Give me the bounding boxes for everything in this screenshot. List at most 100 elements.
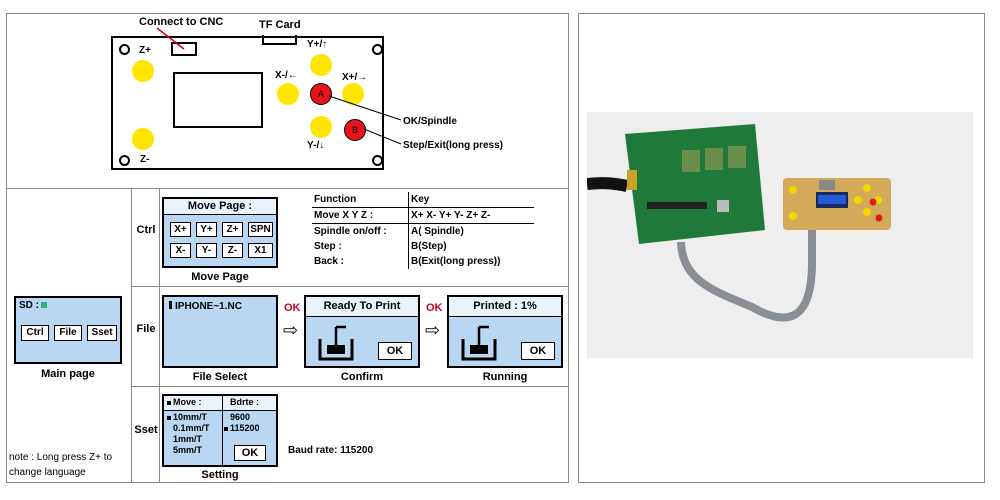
photo-panel xyxy=(578,13,985,483)
key-x-minus[interactable]: X- xyxy=(170,243,191,258)
move-option[interactable]: 5mm/T xyxy=(173,445,203,455)
table-cell: A( Spindle) xyxy=(408,223,534,239)
divider xyxy=(159,188,160,482)
x-plus-button[interactable] xyxy=(342,83,364,105)
file-select-screen: IPHONE~1.NC xyxy=(162,295,278,368)
key-y-plus[interactable]: Y+ xyxy=(196,222,217,237)
tf-label: TF Card xyxy=(259,19,301,31)
move-page-title: Move Page : xyxy=(164,199,276,215)
setting-column-divider xyxy=(222,396,223,465)
table-cell: Spindle on/off : xyxy=(314,226,387,237)
sd-label: SD : xyxy=(19,300,47,311)
ctrl-menu-button[interactable]: Ctrl xyxy=(21,325,49,341)
table-cell: Move X Y Z : xyxy=(314,210,374,221)
right-arrow-icon: ⇨ xyxy=(283,320,299,340)
confirm-screen: Ready To Print OK xyxy=(304,295,420,368)
table-row: Step : B(Step) xyxy=(312,239,534,254)
key-y-minus[interactable]: Y- xyxy=(196,243,217,258)
baud-option[interactable]: 115200 xyxy=(224,423,260,433)
y-minus-button[interactable] xyxy=(310,116,332,138)
language-note: note : Long press Z+ to change language xyxy=(9,452,113,478)
spindle-icon xyxy=(318,325,354,361)
baud-option[interactable]: 9600 xyxy=(230,412,251,422)
table-cell: Step : xyxy=(314,241,342,252)
divider xyxy=(7,188,568,189)
y-plus-button[interactable] xyxy=(310,54,332,76)
z-minus-button[interactable] xyxy=(132,128,154,150)
file-row-label: File xyxy=(136,323,156,335)
tf-slot xyxy=(262,35,297,45)
move-option[interactable]: 1mm/T xyxy=(173,434,203,444)
z-plus-button[interactable] xyxy=(132,60,154,82)
move-option[interactable]: 10mm/T xyxy=(167,412,207,422)
table-cell: Back : xyxy=(314,256,345,267)
table-row: Back : B(Exit(long press)) xyxy=(312,254,534,269)
y-plus-label: Y+/↑ xyxy=(307,39,328,50)
x-minus-label: X-/← xyxy=(275,70,298,81)
divider xyxy=(131,386,568,387)
move-header: Move : xyxy=(167,397,202,407)
setting-screen: Move : Bdrte : 10mm/T 0.1mm/T 1mm/T 5mm/… xyxy=(162,394,278,467)
table-header-key: Key xyxy=(408,192,534,208)
move-page-caption: Move Page xyxy=(191,271,249,283)
baud-rate-note: Baud rate: 115200 xyxy=(288,445,374,456)
table-cell: B(Step) xyxy=(408,239,534,254)
right-arrow-icon: ⇨ xyxy=(425,320,441,340)
move-option[interactable]: 0.1mm/T xyxy=(173,423,210,433)
divider xyxy=(131,188,132,482)
b-button-label: B xyxy=(351,125,358,135)
confirm-title: Ready To Print xyxy=(306,297,418,317)
key-z-plus[interactable]: Z+ xyxy=(222,222,243,237)
file-name[interactable]: IPHONE~1.NC xyxy=(169,301,242,312)
table-cell: X+ X- Y+ Y- Z+ Z- xyxy=(408,207,534,224)
ok-label: OK xyxy=(426,302,443,314)
mount-hole xyxy=(119,44,130,55)
leader-lines xyxy=(156,27,402,145)
sset-menu-button[interactable]: Sset xyxy=(87,325,117,341)
key-x1[interactable]: X1 xyxy=(248,243,273,258)
table-cell: B(Exit(long press)) xyxy=(408,254,534,269)
function-key-table: Function Key Move X Y Z : X+ X- Y+ Y- Z+… xyxy=(312,192,534,269)
z-plus-label: Z+ xyxy=(139,45,151,56)
connector xyxy=(171,42,197,56)
product-photo xyxy=(587,112,973,358)
file-select-caption: File Select xyxy=(192,371,248,383)
board-outline xyxy=(111,36,384,170)
table-row: Move X Y Z : X+ X- Y+ Y- Z+ Z- xyxy=(312,207,534,224)
x-minus-button[interactable] xyxy=(277,83,299,105)
key-spn[interactable]: SPN xyxy=(248,222,273,237)
sset-row-label: Sset xyxy=(134,424,158,436)
confirm-caption: Confirm xyxy=(340,371,384,383)
connect-label: Connect to CNC xyxy=(139,16,224,28)
main-page-screen: SD : Ctrl File Sset xyxy=(14,296,122,364)
running-screen: Printed : 1% OK xyxy=(447,295,563,368)
a-button[interactable]: A xyxy=(310,83,332,105)
key-x-plus[interactable]: X+ xyxy=(170,222,191,237)
move-page-screen: Move Page : X+ Y+ Z+ SPN X- Y- Z- X1 xyxy=(162,197,278,268)
mount-hole xyxy=(372,44,383,55)
ctrl-row-label: Ctrl xyxy=(136,224,156,236)
key-z-minus[interactable]: Z- xyxy=(222,243,243,258)
divider xyxy=(131,286,568,287)
lcd-window xyxy=(173,72,263,128)
x-plus-label: X+/→ xyxy=(342,72,368,83)
setting-caption: Setting xyxy=(201,469,239,481)
mount-hole xyxy=(119,155,130,166)
confirm-ok-button[interactable]: OK xyxy=(378,342,412,360)
ok-label: OK xyxy=(284,302,301,314)
running-ok-button[interactable]: OK xyxy=(521,342,555,360)
setting-header xyxy=(164,396,276,411)
a-button-label: A xyxy=(317,89,324,99)
table-row: Spindle on/off : A( Spindle) xyxy=(312,223,534,239)
mount-hole xyxy=(372,155,383,166)
diagram-panel: A B Connect to CNC TF Card Z+ Z- Y+/↑ X-… xyxy=(6,13,569,483)
ok-spindle-label: OK/Spindle xyxy=(403,116,457,127)
running-title: Printed : 1% xyxy=(449,297,561,317)
bdrte-header: Bdrte : xyxy=(230,397,259,407)
y-minus-label: Y-/↓ xyxy=(307,140,325,151)
file-menu-button[interactable]: File xyxy=(54,325,82,341)
main-page-caption: Main page xyxy=(41,368,95,380)
photo-illustration xyxy=(587,124,891,322)
spindle-icon xyxy=(461,325,497,361)
setting-ok-button[interactable]: OK xyxy=(234,445,266,461)
